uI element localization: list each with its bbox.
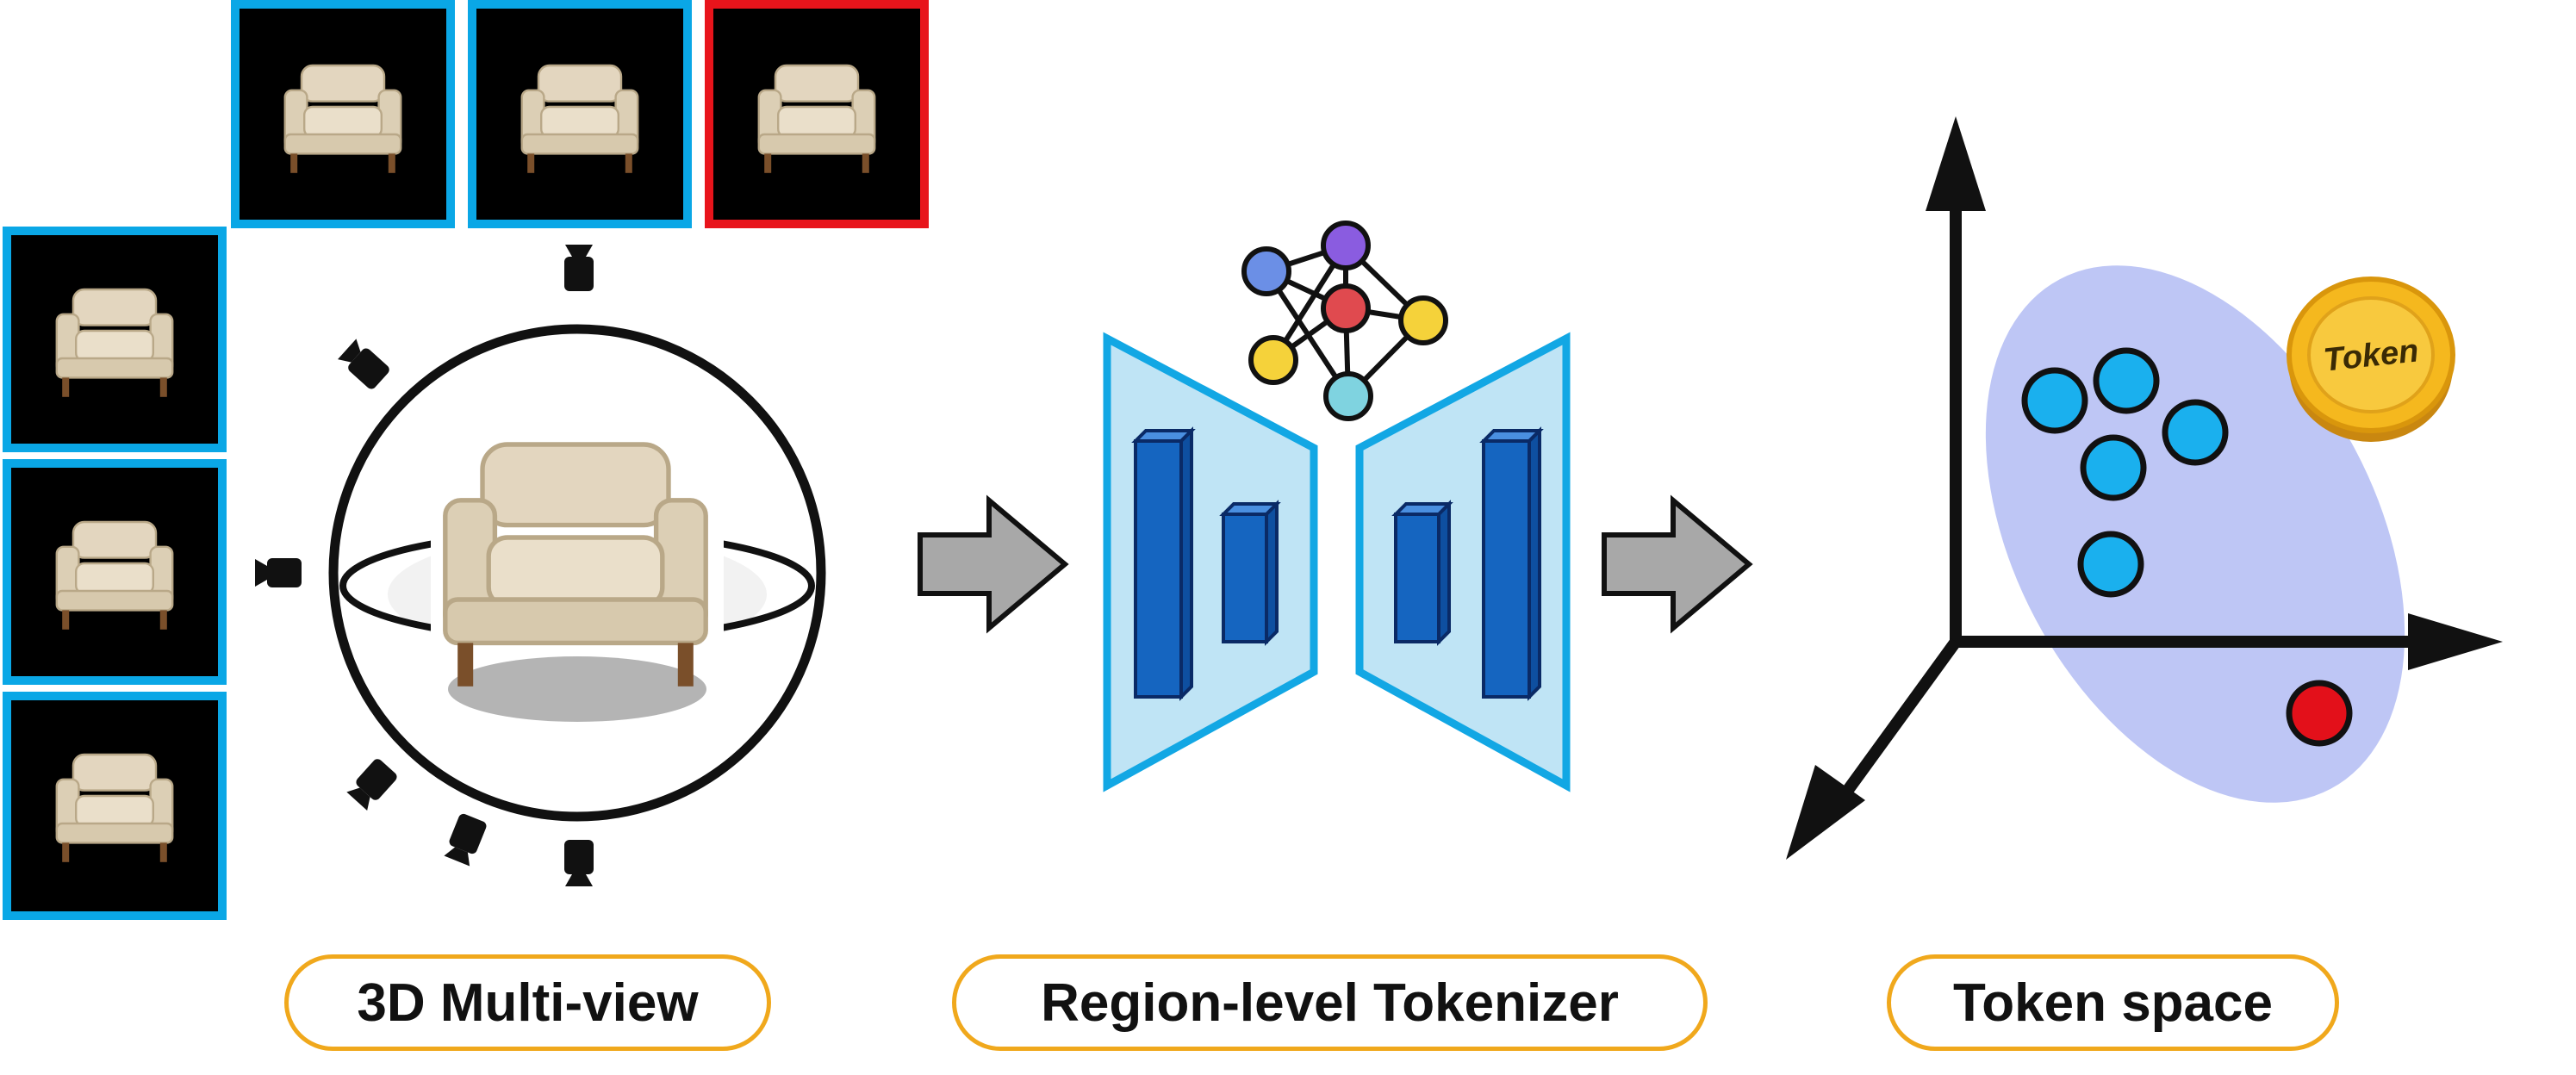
outlier-dot xyxy=(2286,680,2353,747)
view-thumbnail xyxy=(3,227,227,452)
token-points xyxy=(2021,347,2353,747)
view-thumbnail xyxy=(3,459,227,685)
token-dot xyxy=(2162,399,2229,466)
token-coin-icon: Token xyxy=(2287,277,2455,442)
token-space-label: Token space xyxy=(1887,954,2339,1051)
right-arrow-icon xyxy=(920,500,1065,628)
view-sphere xyxy=(328,324,826,822)
camera-icon xyxy=(345,756,400,811)
token-dot xyxy=(2080,434,2147,501)
multiview-label: 3D Multi-view xyxy=(284,954,771,1051)
view-thumbnail xyxy=(3,692,227,920)
camera-icon xyxy=(564,840,594,886)
view-thumbnails xyxy=(3,0,929,920)
right-arrow-icon xyxy=(1604,500,1749,628)
tokenizer-label: Region-level Tokenizer xyxy=(952,954,1708,1051)
token-dot xyxy=(2093,347,2160,414)
camera-icon xyxy=(443,812,488,867)
view-thumbnail-outlier xyxy=(705,0,929,228)
encoder-bars xyxy=(1131,426,1281,701)
view-thumbnail xyxy=(231,0,455,228)
token-dot xyxy=(2077,531,2144,598)
camera-icon xyxy=(255,558,302,587)
token-dot xyxy=(2021,367,2088,434)
camera-icon xyxy=(564,245,594,291)
decoder-bars xyxy=(1391,426,1544,701)
coordinate-axes xyxy=(1786,116,2503,860)
camera-icon xyxy=(337,338,392,392)
view-thumbnail xyxy=(468,0,692,228)
network-graph-icon xyxy=(1241,221,1448,421)
